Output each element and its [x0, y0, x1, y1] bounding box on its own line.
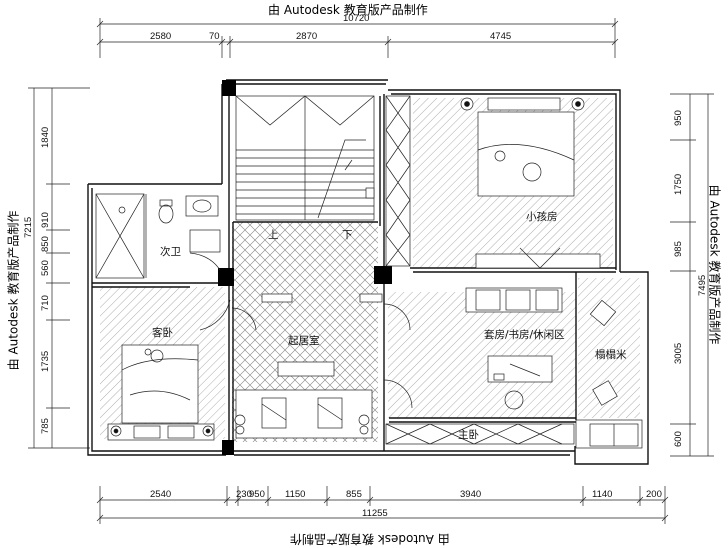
dim-left-seg-5: 710 [40, 295, 51, 311]
dim-bottom-seg-2: 230 [236, 489, 252, 500]
walls [87, 79, 649, 465]
watermark-top: 由 Autodesk 教育版产品制作 [268, 3, 428, 17]
dim-left-seg-3: 850 [40, 236, 51, 252]
dim-bottom-seg-1: 2540 [150, 489, 171, 500]
dim-bottom-seg-5: 855 [346, 489, 362, 500]
label-living-room: 起居室 [288, 334, 320, 347]
dimension-top [96, 18, 619, 58]
dim-left-total: 7215 [23, 217, 34, 238]
dim-bottom-total: 11255 [362, 508, 388, 519]
tatami-furniture [575, 299, 643, 449]
dim-left-seg-7: 785 [40, 418, 51, 434]
dim-left-seg-4: 560 [40, 260, 51, 276]
dim-right-seg-4: 3005 [673, 343, 684, 364]
dim-left-seg-6: 1735 [40, 351, 51, 372]
dim-right-seg-1: 950 [673, 110, 684, 126]
dim-left-seg-1: 1840 [40, 127, 51, 148]
dimension-right [670, 93, 714, 457]
dimension-left [28, 87, 90, 449]
dim-bottom-seg-8: 200 [646, 489, 662, 500]
label-down: 下 [342, 229, 353, 241]
dim-right-seg-2: 1750 [673, 174, 684, 195]
label-suite-area: 套房/书房/休闲区 [484, 328, 565, 341]
bathroom-fixtures [95, 193, 221, 279]
dim-right-seg-3: 985 [673, 241, 684, 257]
label-tatami: 榻榻米 [595, 348, 627, 361]
dim-bottom-seg-6: 3940 [460, 489, 481, 500]
master-furniture [383, 287, 575, 445]
label-kids-room: 小孩房 [526, 210, 558, 223]
dim-bottom-seg-4: 1150 [285, 489, 305, 500]
dimension-bottom [96, 486, 669, 524]
living-room-furniture [231, 293, 411, 439]
dim-left-seg-2: 910 [40, 212, 51, 228]
kids-room-furniture [385, 95, 601, 269]
dim-top-seg-3: 2870 [296, 31, 317, 42]
guest-bedroom-furniture [107, 299, 231, 441]
label-master-bedroom: 主卧 [458, 428, 479, 441]
dim-top-seg-4: 4745 [490, 31, 511, 42]
dim-bottom-seg-3: 950 [249, 489, 265, 500]
label-guest-bedroom: 客卧 [152, 326, 173, 339]
dim-top-total: 10720 [343, 13, 369, 24]
dim-right-total: 7495 [697, 275, 708, 296]
staircase [235, 95, 375, 221]
label-up: 上 [268, 229, 279, 241]
dim-top-seg-1: 2580 [150, 31, 171, 42]
dim-right-seg-5: 600 [673, 431, 684, 447]
structural-columns [218, 80, 392, 455]
label-bathroom: 次卫 [160, 245, 181, 258]
master-bedroom-floor [388, 292, 576, 418]
dim-top-seg-2: 70 [209, 31, 220, 42]
dim-bottom-seg-7: 1140 [592, 489, 612, 500]
